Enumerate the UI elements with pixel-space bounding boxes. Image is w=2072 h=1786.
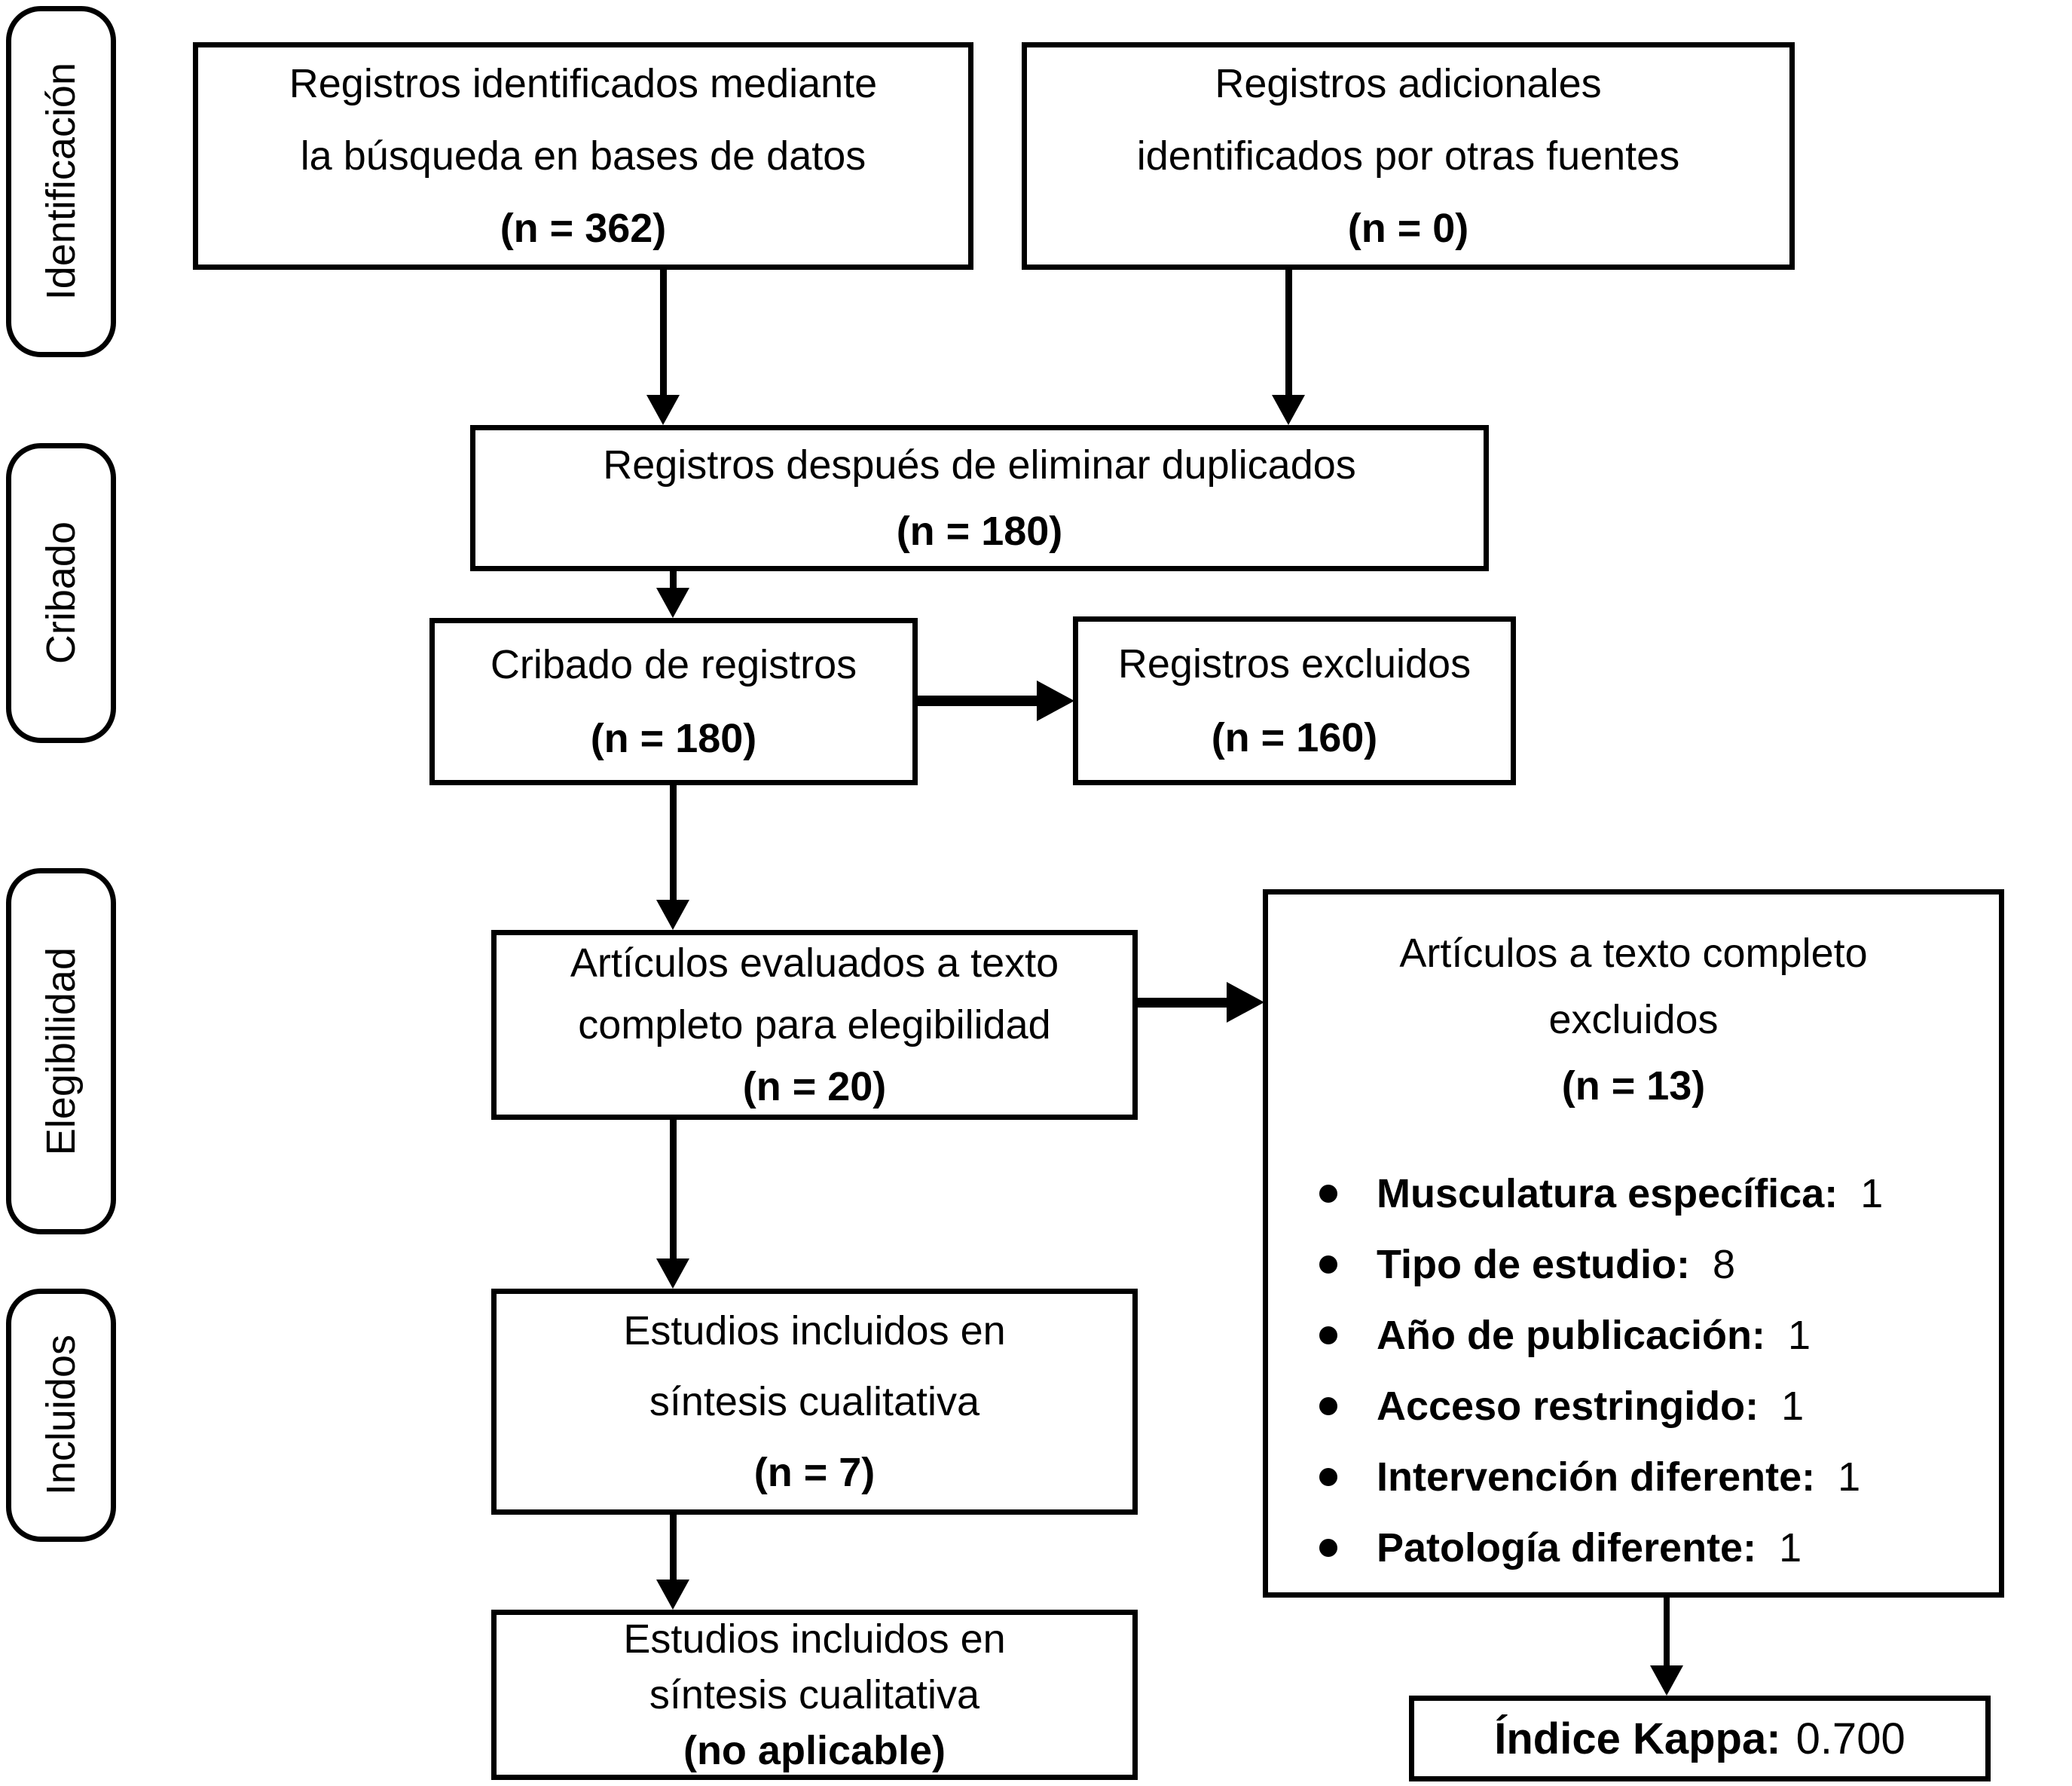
- reason-label: Musculatura específica:: [1377, 1171, 1838, 1216]
- box-line: síntesis cualitativa: [649, 1672, 980, 1717]
- reason-value: 1: [1788, 1313, 1811, 1358]
- bullet-icon: [1319, 1397, 1337, 1415]
- arrow-other-to-dedup-head: [1272, 395, 1305, 425]
- count-line: (n = 180): [590, 716, 757, 761]
- exclusion-reason-item: Intervención diferente: 1: [1309, 1442, 1999, 1512]
- box-records-screened: Cribado de registros (n = 180): [429, 618, 918, 785]
- reason-value: 1: [1781, 1384, 1805, 1429]
- box-kappa-index: Índice Kappa: 0.700: [1409, 1696, 1991, 1781]
- exclusion-reason-item: Musculatura específica: 1: [1309, 1158, 1999, 1229]
- bullet-icon: [1319, 1539, 1337, 1557]
- box-qualitative-synthesis: Estudios incluidos en síntesis cualitati…: [491, 1289, 1138, 1515]
- box-line: Estudios incluidos en: [623, 1616, 1006, 1662]
- box-line: Registros excluidos: [1117, 641, 1471, 687]
- count-line: (n = 0): [1347, 206, 1469, 251]
- stage-label: Cribado: [38, 521, 84, 665]
- bullet-icon: [1319, 1255, 1337, 1274]
- box-line: identificados por otras fuentes: [1136, 133, 1680, 179]
- bullet-icon: [1319, 1326, 1337, 1344]
- reason-value: 1: [1779, 1525, 1802, 1570]
- box-line: Registros adicionales: [1215, 61, 1602, 106]
- box-records-after-duplicates-removed: Registros después de eliminar duplicados…: [470, 425, 1489, 571]
- bullet-icon: [1319, 1185, 1337, 1203]
- arrow-screened-to-fulltext-head: [656, 900, 689, 930]
- count-line: (n = 180): [896, 509, 1063, 554]
- arrow-screened-to-excluded-shaft: [918, 696, 1037, 706]
- exclusion-reason-item: Acceso restringido: 1: [1309, 1371, 1999, 1442]
- box-line: Cribado de registros: [490, 642, 857, 687]
- box-fulltext-assessed: Artículos evaluados a texto completo par…: [491, 930, 1138, 1120]
- arrow-screened-to-excluded-head: [1037, 680, 1074, 721]
- stage-label: Elegibilidad: [38, 947, 84, 1156]
- reason-value: 1: [1860, 1171, 1884, 1216]
- arrow-identified-to-dedup-shaft: [660, 270, 667, 395]
- box-line: Registros después de eliminar duplicados: [603, 442, 1356, 488]
- arrow-fulltext-to-qualitative-shaft: [670, 1120, 677, 1258]
- reason-value: 1: [1838, 1454, 1861, 1500]
- exclusion-reason-item: Año de publicación: 1: [1309, 1300, 1999, 1371]
- count-line: (n = 362): [500, 206, 667, 251]
- stage-cribado: Cribado: [6, 443, 116, 743]
- box-line: síntesis cualitativa: [649, 1379, 980, 1424]
- kappa-value: 0.700: [1795, 1714, 1905, 1763]
- arrow-fulltext-to-excluded-shaft: [1138, 998, 1231, 1008]
- stage-incluidos: Incluidos: [6, 1289, 116, 1542]
- stage-label: Identificación: [38, 63, 84, 301]
- box-records-other-sources: Registros adicionales identificados por …: [1022, 42, 1795, 270]
- reason-value: 8: [1713, 1242, 1736, 1287]
- exclusion-reason-item: Patología diferente: 1: [1309, 1512, 1999, 1583]
- arrow-qualitative-to-quantitative-head: [656, 1580, 689, 1610]
- count-line: (n = 7): [753, 1450, 876, 1495]
- arrow-fulltext-to-excluded-head: [1227, 982, 1264, 1023]
- reason-label: Tipo de estudio:: [1377, 1242, 1690, 1287]
- count-line: (n = 20): [742, 1064, 887, 1109]
- box-line: Artículos evaluados a texto: [570, 940, 1059, 986]
- arrow-identified-to-dedup-head: [646, 395, 680, 425]
- box-line: la búsqueda en bases de datos: [300, 133, 866, 179]
- reason-label: Intervención diferente:: [1377, 1454, 1816, 1500]
- reason-label: Año de publicación:: [1377, 1313, 1766, 1358]
- count-line: (n = 160): [1211, 715, 1378, 760]
- box-line: completo para elegibilidad: [578, 1002, 1051, 1047]
- arrow-excluded-to-kappa-shaft: [1664, 1598, 1670, 1665]
- arrow-other-to-dedup-shaft: [1285, 270, 1292, 395]
- arrow-excluded-to-kappa-head: [1650, 1665, 1683, 1696]
- stage-label: Incluidos: [38, 1335, 84, 1496]
- arrow-fulltext-to-qualitative-head: [656, 1258, 689, 1289]
- stage-identificacion: Identificación: [6, 6, 116, 357]
- box-quantitative-synthesis: Estudios incluidos en síntesis cualitati…: [491, 1610, 1138, 1780]
- arrow-screened-to-fulltext-shaft: [670, 785, 677, 900]
- box-fulltext-excluded: Artículos a texto completo excluidos (n …: [1263, 889, 2004, 1598]
- arrow-dedup-to-screened-head: [656, 588, 689, 618]
- box-records-identified-databases: Registros identificados mediante la búsq…: [193, 42, 973, 270]
- box-line: excluidos: [1548, 997, 1719, 1042]
- exclusion-reason-item: Tipo de estudio: 8: [1309, 1229, 1999, 1300]
- box-line: Artículos a texto completo: [1399, 931, 1868, 976]
- stage-elegibilidad: Elegibilidad: [6, 868, 116, 1234]
- box-line: Estudios incluidos en: [623, 1308, 1006, 1353]
- box-records-excluded: Registros excluidos (n = 160): [1073, 616, 1516, 785]
- kappa-label: Índice Kappa:: [1494, 1714, 1781, 1763]
- bullet-icon: [1319, 1468, 1337, 1486]
- arrow-dedup-to-screened-shaft: [670, 571, 677, 588]
- reason-label: Patología diferente:: [1377, 1525, 1757, 1570]
- count-line: (n = 13): [1561, 1063, 1706, 1109]
- box-line: Registros identificados mediante: [289, 61, 878, 106]
- arrow-qualitative-to-quantitative-shaft: [670, 1515, 677, 1580]
- reason-label: Acceso restringido:: [1377, 1384, 1759, 1429]
- exclusion-reason-list: Musculatura específica: 1 Tipo de estudi…: [1268, 1158, 1999, 1583]
- count-line: (no aplicable): [683, 1728, 946, 1773]
